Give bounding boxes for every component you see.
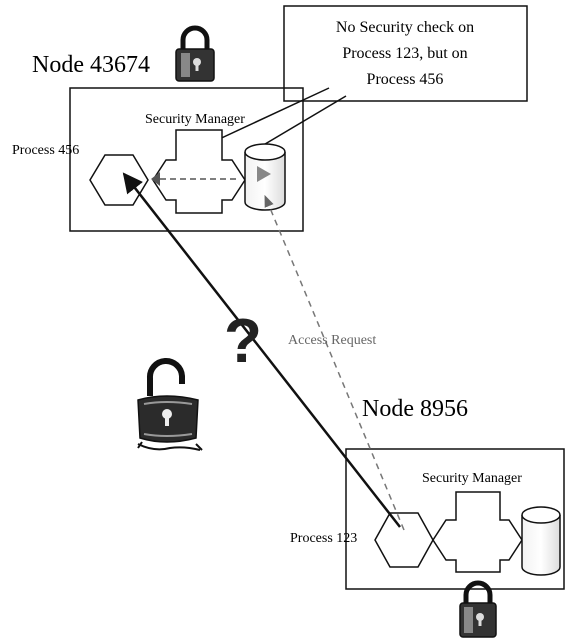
- access-request-line: [265, 196, 404, 530]
- callout-line-2: Process 123, but on: [342, 45, 467, 62]
- padlock-open-icon: [138, 361, 202, 450]
- node-a-title: Node 43674: [32, 52, 150, 78]
- node-b-process-label: Process 123: [290, 531, 357, 546]
- node-a-security-manager-label: Security Manager: [145, 112, 245, 127]
- node-b-title: Node 8956: [362, 396, 468, 422]
- node-a-security-manager-shape: [153, 130, 245, 213]
- direct-connection-line: [124, 174, 400, 527]
- callout-note: No Security check on Process 123, but on…: [200, 6, 527, 150]
- node-a-database-icon: [245, 144, 285, 210]
- node-a-process-label: Process 456: [12, 143, 79, 158]
- padlock-closed-icon: [460, 583, 496, 637]
- callout-line-1: No Security check on: [336, 19, 474, 36]
- question-mark: ?: [224, 307, 262, 376]
- process-456-hexagon: [90, 155, 148, 205]
- node-b-database-icon: [522, 507, 560, 575]
- process-123-hexagon: [375, 513, 433, 567]
- padlock-closed-icon: [176, 28, 214, 81]
- node-b-security-manager-label: Security Manager: [422, 471, 522, 486]
- node-b-security-manager-shape: [433, 492, 522, 572]
- access-request-label: Access Request: [288, 333, 376, 348]
- callout-line-3: Process 456: [367, 71, 444, 88]
